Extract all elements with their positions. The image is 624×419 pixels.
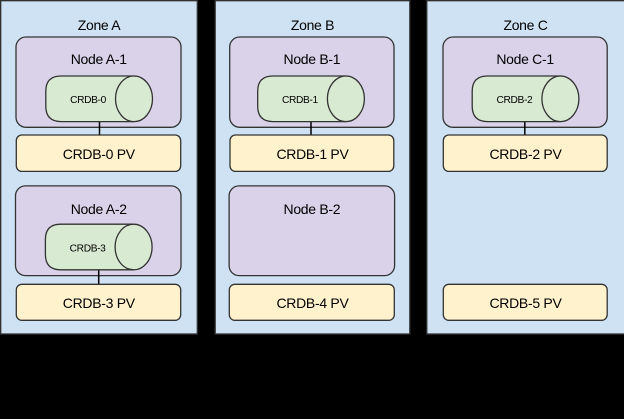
svg-text:Zone A: Zone A [78,17,122,33]
svg-text:Node C-1: Node C-1 [496,51,554,67]
svg-text:CRDB-1: CRDB-1 [282,95,319,106]
svg-text:CRDB-2: CRDB-2 [496,95,533,106]
svg-text:CRDB-0 PV: CRDB-0 PV [63,146,136,162]
svg-text:Zone B: Zone B [291,17,334,33]
svg-text:CRDB-0: CRDB-0 [70,95,107,106]
svg-text:Node B-2: Node B-2 [284,201,341,217]
svg-text:CRDB-2 PV: CRDB-2 PV [490,146,563,162]
svg-text:CRDB-1 PV: CRDB-1 PV [277,146,350,162]
svg-text:CRDB-3: CRDB-3 [70,243,107,254]
svg-text:Node A-2: Node A-2 [71,201,127,217]
svg-text:CRDB-4 PV: CRDB-4 PV [277,295,350,311]
svg-text:CRDB-3 PV: CRDB-3 PV [63,295,136,311]
svg-text:Node A-1: Node A-1 [71,51,127,67]
svg-text:Zone C: Zone C [503,17,547,33]
svg-text:Node B-1: Node B-1 [284,51,341,67]
svg-text:CRDB-5 PV: CRDB-5 PV [490,295,563,311]
